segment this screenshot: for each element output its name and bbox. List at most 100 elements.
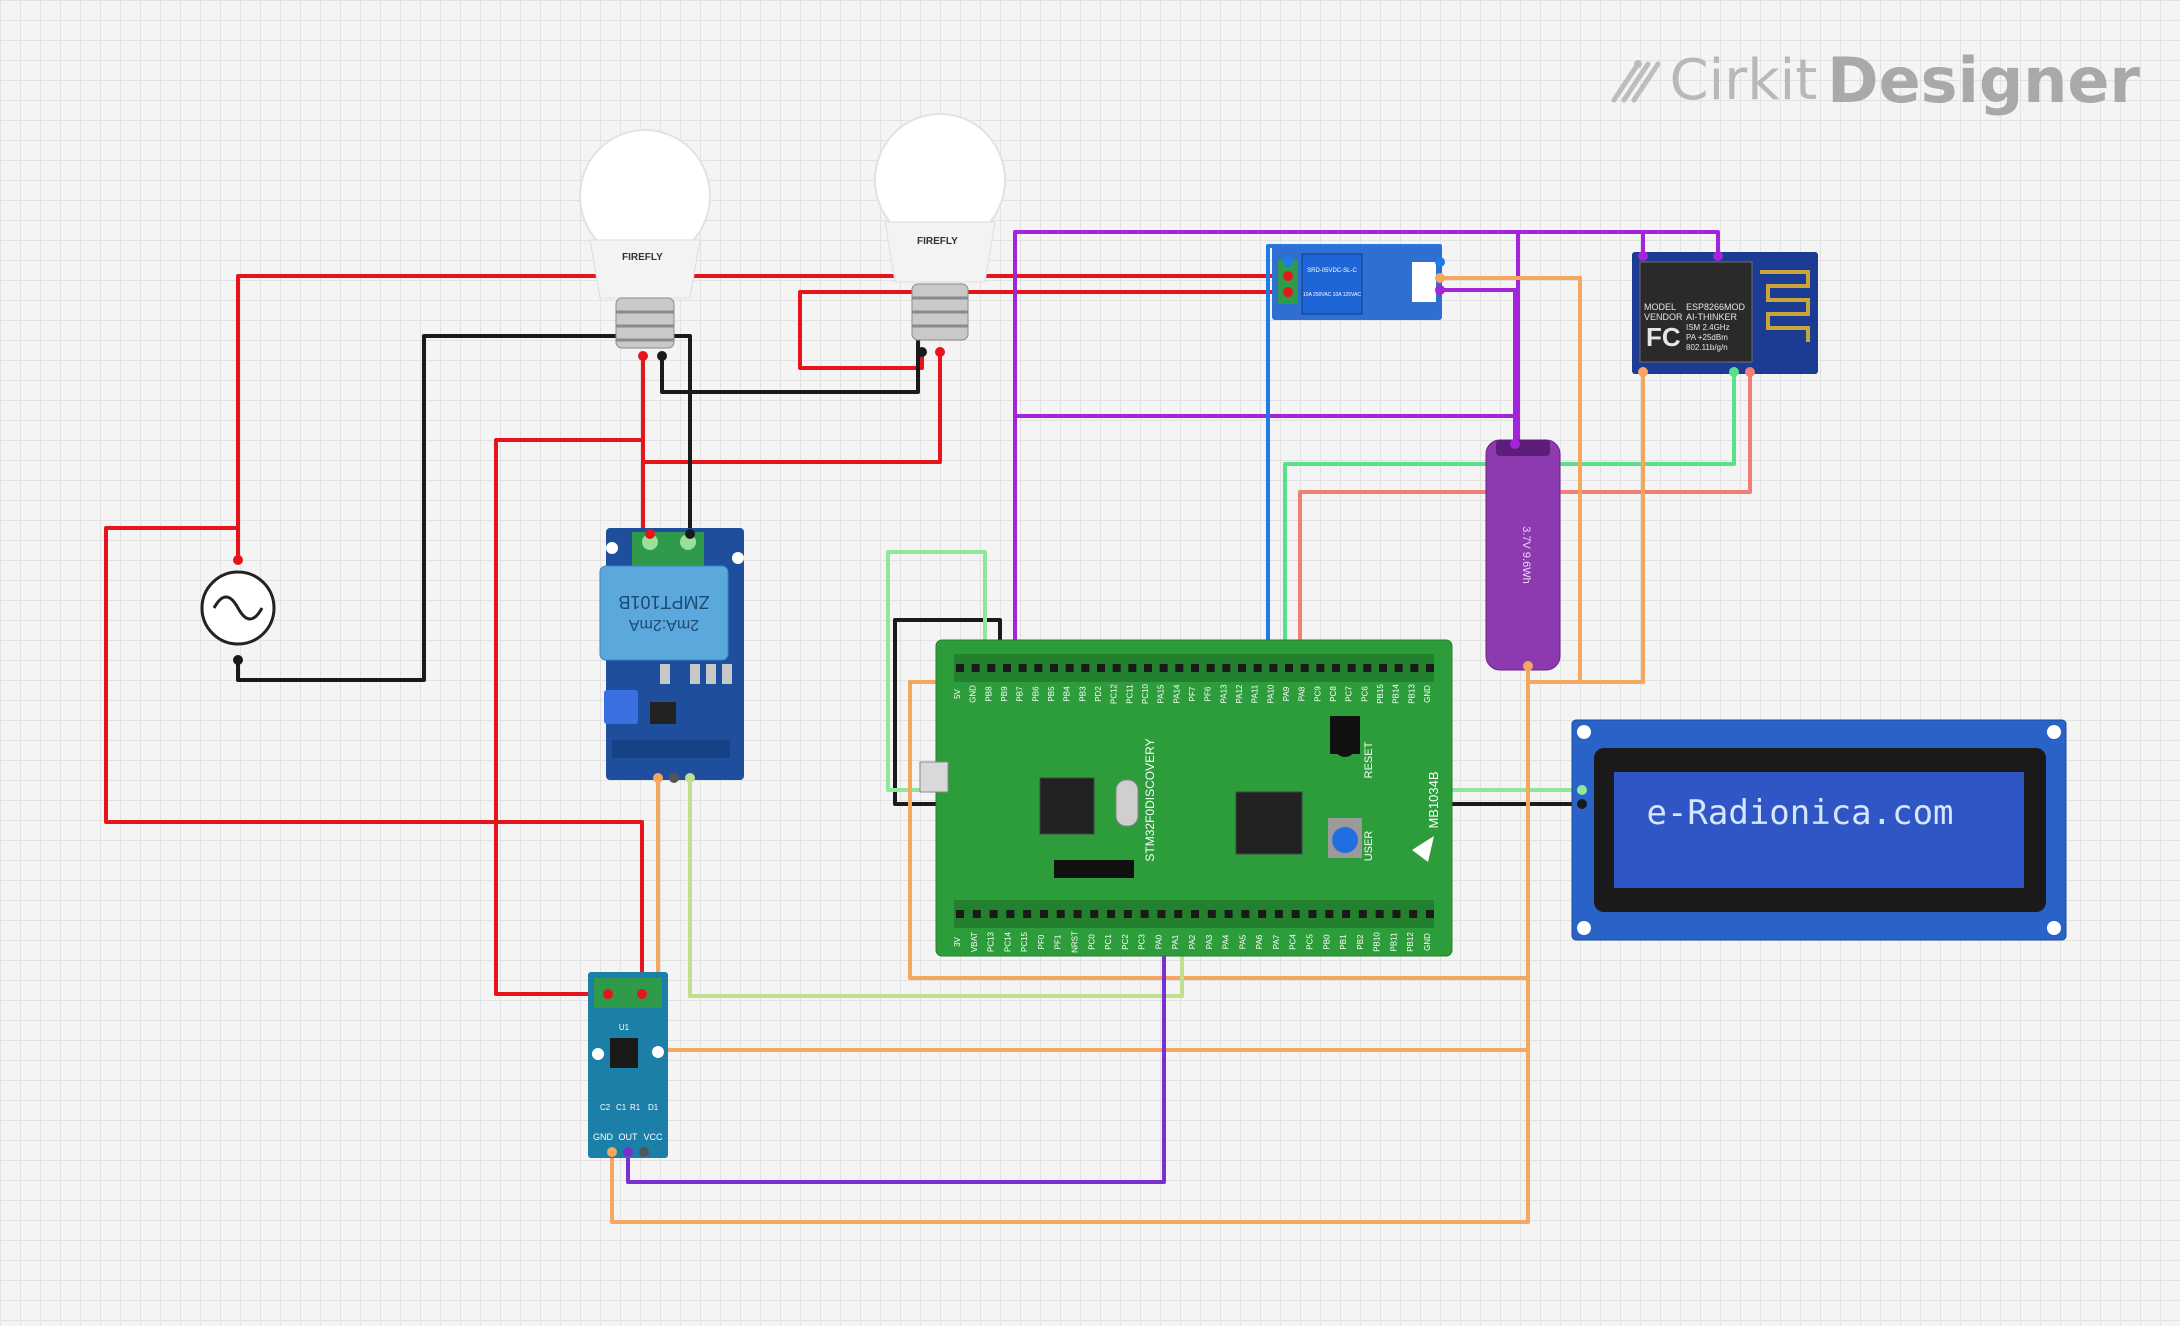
board-top-pin[interactable] xyxy=(1065,664,1074,672)
board-bottom-pin[interactable] xyxy=(1409,910,1418,918)
board-bottom-pin[interactable] xyxy=(1107,910,1116,918)
board-bottom-pin[interactable] xyxy=(1090,910,1099,918)
board-top-pin[interactable] xyxy=(1159,664,1168,672)
board-top-pin-label: PC9 xyxy=(1313,686,1322,702)
board-top-pin[interactable] xyxy=(1222,664,1231,672)
user-button[interactable] xyxy=(1332,827,1358,853)
board-bottom-pin[interactable] xyxy=(956,910,964,918)
board-top-pin[interactable] xyxy=(1347,664,1356,672)
board-top-pin[interactable] xyxy=(1394,664,1403,672)
board-bottom-pin[interactable] xyxy=(1056,910,1065,918)
board-top-pin[interactable] xyxy=(1144,664,1152,672)
wire-orange-acs-gnd[interactable] xyxy=(610,1048,1530,1224)
board-bottom-pin[interactable] xyxy=(1157,910,1166,918)
board-bottom-pin-label: PB12 xyxy=(1406,932,1415,952)
board-bottom-pin-label: PC2 xyxy=(1121,934,1130,950)
board-top-pin-label: PA13 xyxy=(1219,684,1228,704)
board-bottom-pin[interactable] xyxy=(1342,910,1351,918)
board-top-pin-label: PF7 xyxy=(1188,686,1197,701)
wire-black-ac-to-bulb[interactable] xyxy=(236,334,692,682)
board-top-pin[interactable] xyxy=(1112,664,1121,672)
board-top-pin[interactable] xyxy=(956,664,964,672)
board-bottom-pin[interactable] xyxy=(972,910,981,918)
board-top-pin[interactable] xyxy=(1379,664,1387,672)
wire-orange-esp-to-battery[interactable] xyxy=(1526,370,1645,684)
board-bottom-pin-label: PB1 xyxy=(1339,934,1348,950)
board-top-pin[interactable] xyxy=(1034,664,1043,672)
current-sensor-acs712[interactable]: U1 C2 C1 R1 D1 GND OUT VCC xyxy=(588,972,668,1158)
board-top-pin[interactable] xyxy=(1269,664,1278,672)
board-bottom-pin-label: PC15 xyxy=(1020,931,1029,952)
board-top-pin-label: PB8 xyxy=(984,686,993,702)
light-bulb-left[interactable]: FIREFLY xyxy=(579,129,711,361)
relay-module[interactable]: SRD-05VDC-SL-C 10A 250VAC 10A 125VAC xyxy=(1272,246,1445,320)
board-bottom-pin[interactable] xyxy=(1039,910,1048,918)
board-bottom-pin[interactable] xyxy=(1392,910,1401,918)
wire-orange-acs-vcc[interactable] xyxy=(656,976,1530,1052)
board-bottom-pin[interactable] xyxy=(1241,910,1250,918)
board-bottom-pin[interactable] xyxy=(1023,910,1032,918)
board-top-pin[interactable] xyxy=(1332,664,1340,672)
board-bottom-pin[interactable] xyxy=(1308,910,1317,918)
wire-red-bulb-to-acs[interactable] xyxy=(494,438,645,996)
wire-purple-board-to-esp[interactable] xyxy=(1013,230,1720,684)
board-top-pin[interactable] xyxy=(987,664,996,672)
board-top-pin[interactable] xyxy=(1238,664,1246,672)
wire-violet-acs-out[interactable] xyxy=(626,906,1166,1184)
reset-button[interactable] xyxy=(1334,735,1356,757)
board-top-pin[interactable] xyxy=(1018,664,1027,672)
ac-source[interactable] xyxy=(200,555,276,665)
board-top-pin[interactable] xyxy=(1003,664,1011,672)
board-top-pin[interactable] xyxy=(1363,664,1372,672)
board-bottom-pin[interactable] xyxy=(1207,910,1216,918)
board-top-pin-label: PB5 xyxy=(1047,686,1056,702)
board-bottom-pin[interactable] xyxy=(1325,910,1334,918)
board-bottom-pin[interactable] xyxy=(1224,910,1233,918)
board-bottom-pin[interactable] xyxy=(1140,910,1149,918)
wire-purple-relay-to-battery[interactable] xyxy=(1438,288,1517,442)
board-top-pin[interactable] xyxy=(1175,664,1184,672)
zmpt-label: ZMPT101B xyxy=(618,592,709,612)
wire-red-bulb-right-loop[interactable] xyxy=(798,290,1279,370)
board-bottom-pin[interactable] xyxy=(1426,910,1434,918)
wire-purple-esp-to-battery[interactable] xyxy=(1516,230,1645,442)
wire-purple-board-to-battery[interactable] xyxy=(1013,414,1517,442)
board-top-pin[interactable] xyxy=(1097,664,1105,672)
board-bottom-pin[interactable] xyxy=(1274,910,1283,918)
board-top-pin[interactable] xyxy=(1128,664,1137,672)
board-top-pin[interactable] xyxy=(1285,664,1293,672)
battery-18650[interactable]: 3.7V 9.6Wh xyxy=(1485,439,1561,671)
board-bottom-pin[interactable] xyxy=(1073,910,1082,918)
board-top-pin[interactable] xyxy=(1410,664,1419,672)
lcd-display[interactable]: e-Radionica.com xyxy=(1571,719,2067,941)
board-top-pin[interactable] xyxy=(1300,664,1309,672)
board-top-pin[interactable] xyxy=(971,664,980,672)
board-bottom-pin[interactable] xyxy=(1358,910,1367,918)
wifi-module-esp8266[interactable]: MODEL VENDOR ESP8266MOD AI-THINKER ISM 2… xyxy=(1632,251,1818,377)
board-bottom-pin[interactable] xyxy=(1123,910,1132,918)
light-bulb-right[interactable]: FIREFLY xyxy=(874,113,1006,357)
board-top-pin[interactable] xyxy=(1081,664,1090,672)
bulb-right-label: FIREFLY xyxy=(917,236,958,247)
bulb-left-label: FIREFLY xyxy=(622,252,663,263)
board-bottom-pin[interactable] xyxy=(1174,910,1183,918)
board-top-pin[interactable] xyxy=(1316,664,1325,672)
board-bottom-pin[interactable] xyxy=(1258,910,1267,918)
wire-red-ac-to-acs[interactable] xyxy=(104,526,644,994)
board-top-pin[interactable] xyxy=(1253,664,1262,672)
board-bottom-pin[interactable] xyxy=(989,910,998,918)
voltage-sensor-zmpt101b[interactable]: ZMPT101B 2mA:2mA xyxy=(599,528,744,783)
board-top-pin[interactable] xyxy=(1206,664,1215,672)
board-bottom-pin[interactable] xyxy=(1191,910,1199,918)
board-bottom-pin[interactable] xyxy=(1375,910,1384,918)
board-user-label: USER xyxy=(1363,831,1375,862)
board-top-pin[interactable] xyxy=(1426,664,1434,672)
board-bottom-pin[interactable] xyxy=(1006,910,1015,918)
wire-black-bulb-link[interactable] xyxy=(660,316,920,394)
board-bottom-pin[interactable] xyxy=(1291,910,1300,918)
board-top-pin[interactable] xyxy=(1050,664,1058,672)
board-top-pin[interactable] xyxy=(1191,664,1199,672)
board-top-pin-label: PA10 xyxy=(1266,684,1275,704)
